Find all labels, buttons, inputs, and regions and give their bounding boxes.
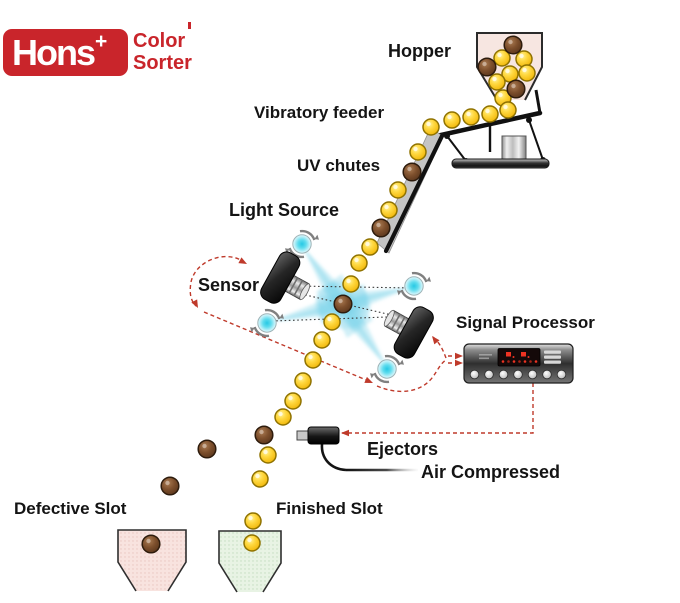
brand-tagline-line1: Color <box>133 30 186 52</box>
bead-yellow <box>493 49 511 67</box>
bead-brown <box>371 218 391 238</box>
brown-beads <box>141 35 526 554</box>
brand-logo-plus: + <box>95 29 108 53</box>
bead-yellow <box>243 534 261 552</box>
bead-yellow <box>499 101 517 119</box>
sensor-camera-right <box>383 306 434 359</box>
yellow-beads <box>243 49 536 552</box>
defective-slot-label: Defective Slot <box>14 499 127 518</box>
bead-yellow <box>350 254 368 272</box>
sensor-sight-lines <box>271 285 413 322</box>
feeder-vibrator-cylinder <box>501 135 527 163</box>
uv-chutes-label: UV chutes <box>297 156 381 175</box>
bead-yellow <box>304 351 322 369</box>
brand-tagline-line2: Sorter <box>133 52 192 74</box>
bead-yellow <box>251 470 269 488</box>
bead-yellow <box>259 446 277 464</box>
bead-yellow <box>323 313 341 331</box>
ejectors-label: Ejectors <box>367 439 439 459</box>
light-source-label: Light Source <box>229 200 340 220</box>
bead-brown <box>402 162 422 182</box>
feeder-base-plate <box>451 158 550 169</box>
bead-yellow <box>361 238 379 256</box>
bead-yellow <box>389 181 407 199</box>
sensor-camera-left <box>260 251 311 304</box>
bead-yellow <box>313 331 331 349</box>
brand-logo: Hons+ <box>3 29 128 76</box>
bead-yellow <box>294 372 312 390</box>
light-source-icon <box>397 271 431 301</box>
bead-yellow <box>515 50 533 68</box>
bead-brown <box>141 534 161 554</box>
light-source-icon <box>285 229 319 259</box>
bead-yellow <box>274 408 292 426</box>
vibratory-feeder <box>429 89 544 162</box>
bead-yellow <box>342 275 360 293</box>
signal-processor-label: Signal Processor <box>456 313 595 332</box>
air-compressed-label: Air Compressed <box>421 462 561 482</box>
light-sources <box>250 229 431 384</box>
bead-brown <box>506 79 526 99</box>
bead-yellow <box>518 64 536 82</box>
bead-brown <box>333 294 353 314</box>
bead-yellow <box>284 392 302 410</box>
finished-slot <box>218 530 282 593</box>
brand-logo-text: Hons <box>12 31 96 73</box>
bead-yellow <box>409 143 427 161</box>
finished-slot-label: Finished Slot <box>276 499 383 518</box>
ejector-device <box>296 426 418 472</box>
light-source-icon <box>250 308 284 338</box>
bead-yellow <box>244 512 262 530</box>
processor-buttons <box>469 369 567 380</box>
bead-yellow <box>443 111 461 129</box>
vibratory-feeder-label: Vibratory feeder <box>254 103 385 122</box>
brand-tick-mark <box>188 22 191 29</box>
bead-yellow <box>422 118 440 136</box>
bead-yellow <box>481 105 499 123</box>
bead-brown <box>197 439 217 459</box>
bead-brown <box>254 425 274 445</box>
sensor-label: Sensor <box>198 275 260 295</box>
bead-brown <box>503 35 523 55</box>
bead-brown <box>160 476 180 496</box>
bead-yellow <box>488 73 506 91</box>
light-source-icon <box>370 354 404 384</box>
defective-slot <box>117 529 187 592</box>
bead-yellow <box>462 108 480 126</box>
signal-processor-device <box>463 343 574 384</box>
hopper-label: Hopper <box>388 41 451 61</box>
bead-yellow <box>380 201 398 219</box>
bead-brown <box>477 57 497 77</box>
brand-tagline: Color Sorter <box>133 30 192 74</box>
